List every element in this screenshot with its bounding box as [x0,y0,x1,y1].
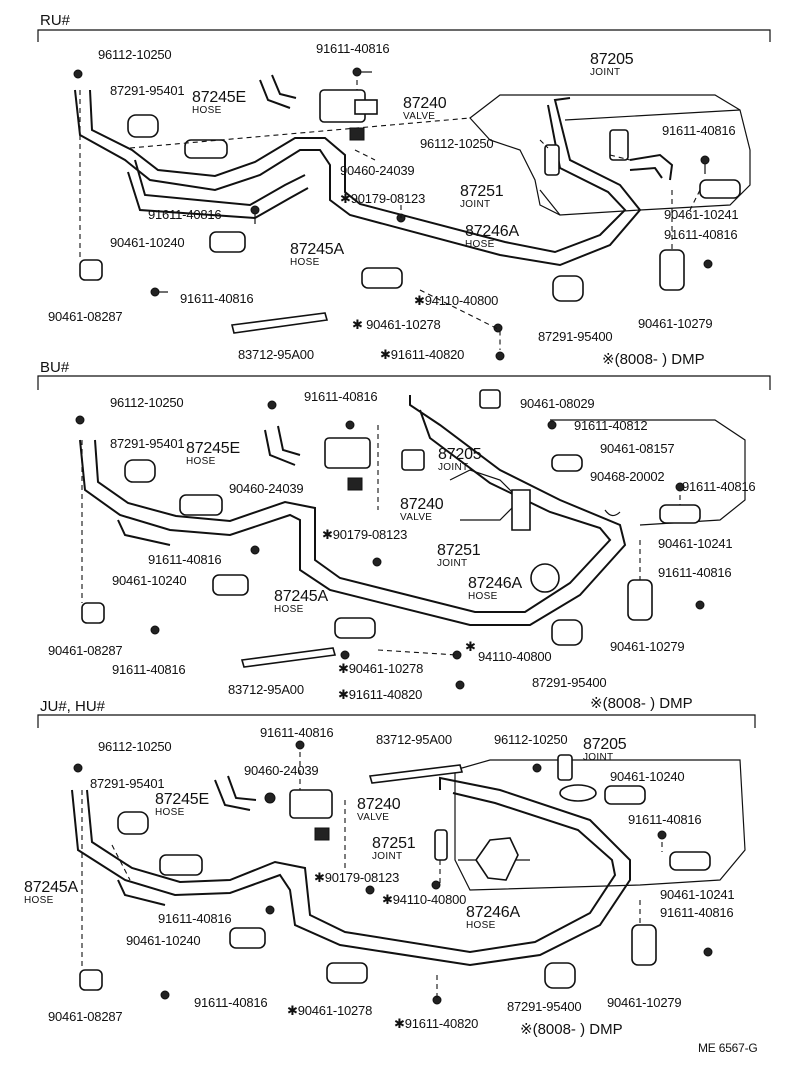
part-label: 90460-24039 [340,163,415,178]
part-label: 87291-95401 [110,436,185,451]
dmp-note: ※(8008- ) DMP [590,695,693,712]
part-label: ✱91611-40820 [394,1016,479,1031]
part-label: 90461-10240 [110,235,185,250]
part-label: 90461-10241 [660,887,735,902]
part-label: 91611-40812 [574,418,648,433]
part-label: 91611-40816 [682,479,756,494]
part-label: ✱ [465,639,476,654]
part-label: 96112-10250 [494,732,568,747]
part-label: 83712-95A00 [376,732,452,747]
section-title-bu: BU# [40,359,70,376]
part-label: ✱ 90461-10278 [352,317,441,332]
part-label: 90461-08157 [600,441,675,456]
part-label: 90461-08287 [48,643,123,658]
part-label: 91611-40816 [316,41,390,56]
part-label: 91611-40816 [148,207,222,222]
part-label: 91611-40816 [660,905,734,920]
part-label: 90461-10240 [112,573,187,588]
part-label: 90460-24039 [244,763,319,778]
part-label: 91611-40816 [304,389,378,404]
part-label: 83712-95A00 [238,347,314,362]
part-label: ✱91611-40820 [338,687,423,702]
part-label: 90461-08029 [520,396,595,411]
part-label: 90468-20002 [590,469,665,484]
ru-drawing [37,29,771,361]
bu-drawing [37,375,771,690]
part-label: ✱90461-10278 [338,661,424,676]
footer-code: ME 6567-G [698,1041,758,1055]
part-label: 90461-10279 [610,639,685,654]
part-label: 96112-10250 [420,136,494,151]
part-label: 83712-95A00 [228,682,304,697]
part-label: ✱90179-08123 [322,527,408,542]
part-label: 90461-10240 [126,933,201,948]
part-label: 90461-10241 [658,536,733,551]
part-label: 91611-40816 [112,662,186,677]
part-label: 87291-95400 [532,675,607,690]
part-label: 90461-08287 [48,309,123,324]
part-label: 91611-40816 [158,911,232,926]
part-label: 90460-24039 [229,481,304,496]
part-label: ✱90461-10278 [287,1003,373,1018]
part-label: 91611-40816 [628,812,702,827]
part-label: ✱91611-40820 [380,347,465,362]
part-label: ✱94110-40800 [382,892,467,907]
part-label: 91611-40816 [658,565,732,580]
part-label: 96112-10250 [98,47,172,62]
part-label: 87291-95400 [507,999,582,1014]
part-label: 94110-40800 [478,649,552,664]
section-title-ru: RU# [40,12,71,29]
part-label: 87291-95401 [90,776,165,791]
part-label: 90461-10241 [664,207,739,222]
part-label: 87291-95400 [538,329,613,344]
part-label: 91611-40816 [194,995,268,1010]
part-label: ✱90179-08123 [340,191,426,206]
part-label: 91611-40816 [148,552,222,567]
part-label: 90461-10279 [607,995,682,1010]
dmp-note: ※(8008- ) DMP [602,351,705,368]
part-label: 87291-95401 [110,83,185,98]
dmp-note: ※(8008- ) DMP [520,1021,623,1038]
part-label: 91611-40816 [662,123,736,138]
part-label: 91611-40816 [664,227,738,242]
part-label: ✱94110-40800 [414,293,499,308]
part-label: 90461-10279 [638,316,713,331]
section-title-ju-hu: JU#, HU# [40,698,106,715]
part-label: 90461-10240 [610,769,685,784]
part-label: ✱90179-08123 [314,870,400,885]
part-label: 91611-40816 [180,291,254,306]
part-label: 91611-40816 [260,725,334,740]
ju-drawing [37,714,756,1005]
part-label: 96112-10250 [110,395,184,410]
part-label: 96112-10250 [98,739,172,754]
part-label: 90461-08287 [48,1009,123,1024]
